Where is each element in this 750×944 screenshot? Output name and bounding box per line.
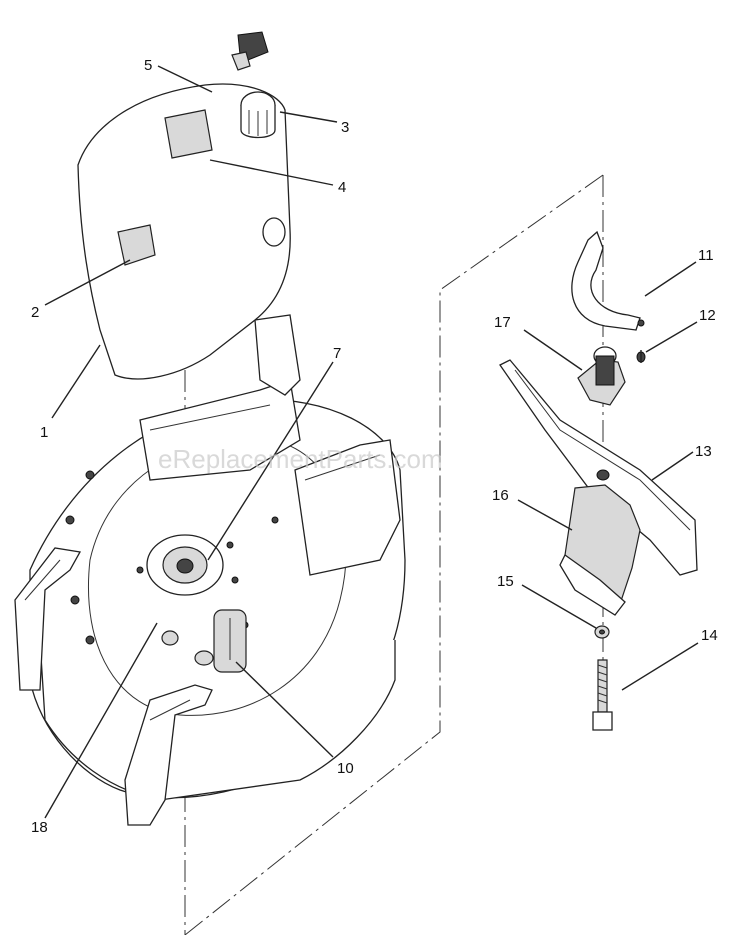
part-label-17: 17	[494, 314, 511, 331]
part-label-14: 14	[701, 627, 718, 644]
part-label-12: 12	[699, 307, 716, 324]
blade-baffle	[559, 484, 641, 616]
part-label-2: 2	[31, 304, 39, 321]
screw	[636, 350, 646, 363]
safety-key	[231, 31, 269, 71]
part-label-1: 1	[40, 424, 48, 441]
part-label-18: 18	[31, 819, 48, 836]
mower-deck-housing	[29, 314, 406, 801]
part-label-7: 7	[333, 345, 341, 362]
handle-brackets	[14, 547, 213, 826]
part-label-10: 10	[337, 760, 354, 777]
part-label-5: 5	[144, 57, 152, 74]
mower-blade	[499, 359, 698, 576]
washer	[594, 625, 610, 639]
part-label-13: 13	[695, 443, 712, 460]
part-label-15: 15	[497, 573, 514, 590]
blade-bolt	[592, 659, 613, 731]
blade-adapter	[577, 346, 626, 406]
motor-cover-shroud	[77, 83, 291, 380]
leader-lines	[44, 65, 699, 819]
part-labels: 5 3 4 2 1 7 10 18 11 12 17 13 16 15 14	[31, 57, 718, 836]
part-label-3: 3	[341, 119, 349, 136]
part-label-16: 16	[492, 487, 509, 504]
part-label-4: 4	[338, 179, 346, 196]
watermark-text: eReplacementParts.com	[158, 444, 443, 474]
cap-knob	[240, 91, 276, 139]
part-label-11: 11	[698, 247, 714, 264]
blade-adapter-bracket	[571, 230, 645, 331]
